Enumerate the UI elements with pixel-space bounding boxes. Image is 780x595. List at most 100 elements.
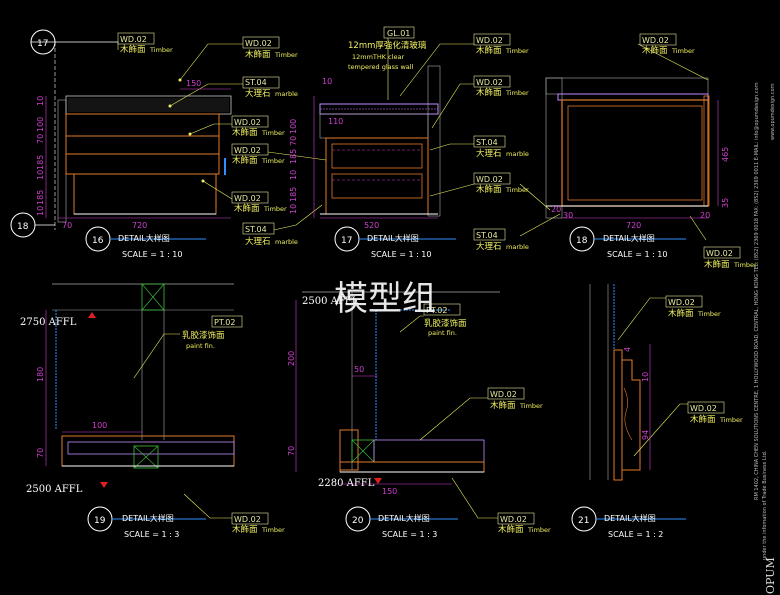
label-cn: 木飾面	[704, 259, 730, 270]
dim: 185	[36, 190, 45, 205]
detail-18-drawing	[519, 43, 719, 241]
label-en: 12mmTHK clear	[352, 53, 404, 61]
detail-number: 16	[92, 236, 104, 246]
material-tag-boxes	[117, 26, 741, 525]
dim: 70	[62, 221, 72, 230]
label-cn: 木飾面	[498, 524, 524, 535]
watermark-text: 模型组	[334, 279, 436, 319]
dim: 10	[36, 206, 45, 216]
dim: 100	[36, 117, 45, 132]
label-cn: 木飾面	[476, 184, 502, 195]
text-layer: WD.02 木飾面 Timber WD.02 木飾面 Timber ST.04 …	[20, 29, 757, 539]
tag-wd02: WD.02	[490, 390, 517, 399]
dim: 185	[289, 149, 298, 164]
dim: 35	[721, 198, 730, 208]
sidebar-line3: www.opumdesign.com	[770, 83, 776, 140]
dim: 70	[36, 134, 45, 144]
label-en: Timber	[527, 526, 551, 534]
detail-title: DETAIL大样图	[604, 513, 656, 523]
label-en: marble	[275, 238, 298, 246]
dim: 150	[382, 487, 397, 496]
detail-title: DETAIL大样图	[122, 513, 174, 523]
detail-scale: SCALE = 1 : 10	[607, 250, 668, 259]
label-cn: 木飾面	[668, 308, 694, 319]
detail-21-drawing	[589, 284, 688, 481]
label-en: Timber	[719, 416, 743, 424]
label-cn: 乳胶漆饰面	[182, 330, 225, 341]
label-en: Timber	[263, 205, 287, 213]
tag-wd02: WD.02	[500, 515, 527, 524]
detail-title: DETAIL大样图	[367, 233, 419, 243]
label-en: Timber	[149, 46, 173, 54]
detail-scale: SCALE = 1 : 10	[371, 250, 432, 259]
affl-level: 2500 AFFL	[26, 484, 83, 495]
label-en: paint fin.	[428, 329, 457, 337]
dim: 70	[289, 136, 298, 146]
detail-number: 21	[578, 516, 589, 526]
tag-st04: ST.04	[476, 231, 498, 240]
label-cn: 木飾面	[232, 155, 258, 166]
tag-wd02: WD.02	[476, 36, 503, 45]
tag-wd02: WD.02	[234, 146, 261, 155]
detail-number: 19	[94, 516, 106, 526]
dim: 10	[289, 204, 298, 214]
tag-wd02: WD.02	[234, 118, 261, 127]
tag-wd02: WD.02	[234, 194, 261, 203]
detail-title: DETAIL大样图	[603, 233, 655, 243]
dim: 465	[721, 147, 730, 162]
detail-17-drawing	[267, 38, 475, 231]
label-cn: 木飾面	[690, 414, 716, 425]
label-cn: 大理石	[476, 148, 502, 159]
tag-wd02: WD.02	[234, 515, 261, 524]
label-en: marble	[275, 90, 298, 98]
label-en: Timber	[519, 402, 543, 410]
dim: 30	[563, 211, 573, 220]
tag-pt02: PT.02	[426, 306, 447, 315]
label-en: Timber	[261, 157, 285, 165]
dim: 720	[132, 221, 147, 230]
label-en: Timber	[505, 186, 529, 194]
dim: 70	[287, 446, 296, 456]
label-cn: 乳胶漆饰面	[424, 318, 467, 329]
label-cn: 12mm厚強化清玻璃	[348, 40, 427, 51]
detail-scale: SCALE = 1 : 10	[122, 250, 183, 259]
label-cn: 大理石	[476, 241, 502, 252]
label-en: Timber	[274, 51, 298, 59]
dim: 10	[36, 170, 45, 180]
dim: 70	[36, 448, 45, 458]
dim: 4	[623, 347, 632, 352]
label-cn: 木飾面	[234, 203, 260, 214]
detail-20-drawing	[295, 291, 500, 519]
detail-16-drawing: 17 18	[10, 29, 243, 238]
label-cn: 木飾面	[476, 45, 502, 56]
label-en: paint fin.	[186, 342, 215, 350]
sidebar-line2: under the infomation of Trade Business L…	[762, 450, 768, 560]
ref-17-text: 17	[37, 39, 48, 49]
tag-st04: ST.04	[476, 138, 498, 147]
dim: 185	[36, 155, 45, 170]
detail-19-drawing	[45, 283, 235, 519]
label-en: Timber	[505, 47, 529, 55]
dim: 150	[186, 79, 201, 88]
sidebar-line1: RM 1402, CHINA CHEN SOLUTIONS CENTRE, 1 …	[754, 82, 760, 500]
tag-wd02: WD.02	[642, 36, 669, 45]
label-en: Timber	[697, 310, 721, 318]
dim: 10	[289, 170, 298, 180]
dim: 20	[551, 205, 561, 214]
dim: 10	[322, 77, 332, 86]
label-en: Timber	[261, 129, 285, 137]
tag-pt02: PT.02	[214, 318, 235, 327]
tag-st04: ST.04	[245, 225, 267, 234]
label-cn: 大理石	[245, 88, 271, 99]
label-en: Timber	[505, 89, 529, 97]
affl-level: 2500 AFFL	[302, 296, 359, 307]
label-cn: 木飾面	[642, 45, 668, 56]
affl-level: 2280 AFFL	[318, 478, 375, 489]
tag-wd02: WD.02	[476, 175, 503, 184]
affl-level: 2750 AFFL	[20, 317, 77, 328]
dim: 185	[289, 187, 298, 202]
brand-logo: OPUM	[764, 557, 777, 594]
label-en: tempered glass wall	[348, 63, 414, 71]
tag-wd02: WD.02	[120, 35, 147, 44]
